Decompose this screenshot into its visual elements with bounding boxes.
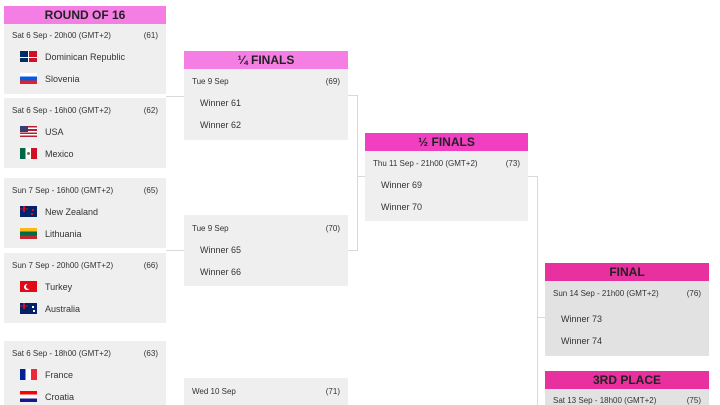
team-name: Lithuania <box>45 228 82 239</box>
match-number: (69) <box>325 77 340 86</box>
team-name: Winner 70 <box>381 202 423 212</box>
bracket-connector <box>537 176 538 405</box>
match-61-card[interactable]: Sat 6 Sep - 20h00 (GMT+2) (61) Dominican… <box>4 24 166 94</box>
match-date: Wed 10 Sep <box>192 387 236 396</box>
team-name: Winner 69 <box>381 180 423 190</box>
team-row: Slovenia <box>20 73 80 84</box>
lithuania-flag-icon <box>20 228 37 239</box>
match-number: (61) <box>143 31 158 40</box>
match-date: Sun 7 Sep - 16h00 (GMT+2) <box>12 186 114 195</box>
bracket-connector <box>348 95 357 96</box>
team-name: Turkey <box>45 281 73 292</box>
match-number: (71) <box>325 387 340 396</box>
match-number: (63) <box>143 349 158 358</box>
match-date: Tue 9 Sep <box>192 224 229 233</box>
croatia-flag-icon <box>20 391 37 402</box>
match-69-card[interactable]: Tue 9 Sep (69) Winner 61 Winner 62 <box>184 69 348 140</box>
match-date: Sun 14 Sep - 21h00 (GMT+2) <box>553 289 659 298</box>
match-date: Thu 11 Sep - 21h00 (GMT+2) <box>373 159 478 168</box>
match-75-card[interactable]: Sat 13 Sep - 18h00 (GMT+2) (75) <box>545 389 709 405</box>
team-name: Winner 74 <box>561 336 603 346</box>
team-row: New Zealand <box>20 206 98 217</box>
team-name: Mexico <box>45 148 74 159</box>
team-row: Turkey <box>20 281 72 292</box>
mexico-flag-icon <box>20 148 37 159</box>
match-66-card[interactable]: Sun 7 Sep - 20h00 (GMT+2) (66) Turkey Au… <box>4 253 166 323</box>
dominican-republic-flag-icon <box>20 51 37 62</box>
team-name: New Zealand <box>45 206 99 217</box>
match-date: Sat 6 Sep - 20h00 (GMT+2) <box>12 31 111 40</box>
team-row: Australia <box>20 303 80 314</box>
match-date: Sun 7 Sep - 20h00 (GMT+2) <box>12 261 114 270</box>
match-number: (70) <box>325 224 340 233</box>
bracket-connector <box>348 250 357 251</box>
match-number: (65) <box>143 186 158 195</box>
semi-finals-header: ½ FINALS <box>365 133 528 151</box>
team-name: Slovenia <box>45 73 80 84</box>
team-name: Australia <box>45 303 81 314</box>
team-row: Lithuania <box>20 228 82 239</box>
team-name: Winner 65 <box>200 245 242 255</box>
team-row: Croatia <box>20 391 74 402</box>
team-name: USA <box>45 126 64 137</box>
match-number: (66) <box>143 261 158 270</box>
team-name: Dominican Republic <box>45 51 126 62</box>
team-name: France <box>45 369 74 380</box>
match-62-card[interactable]: Sat 6 Sep - 16h00 (GMT+2) (62) USA Mexic… <box>4 98 166 168</box>
team-name: Croatia <box>45 391 75 402</box>
team-row: USA <box>20 126 64 137</box>
match-70-card[interactable]: Tue 9 Sep (70) Winner 65 Winner 66 <box>184 215 348 286</box>
match-63-card[interactable]: Sat 6 Sep - 18h00 (GMT+2) (63) France Cr… <box>4 341 166 405</box>
match-76-card[interactable]: Sun 14 Sep - 21h00 (GMT+2) (76) Winner 7… <box>545 281 709 356</box>
match-date: Tue 9 Sep <box>192 77 229 86</box>
team-row: Mexico <box>20 148 74 159</box>
bracket-connector <box>537 317 545 318</box>
bracket-connector <box>357 95 358 251</box>
bracket-connector <box>357 176 365 177</box>
australia-flag-icon <box>20 303 37 314</box>
round-of-16-header: ROUND OF 16 <box>4 6 166 24</box>
team-name: Winner 62 <box>200 120 242 130</box>
slovenia-flag-icon <box>20 73 37 84</box>
match-date: Sat 6 Sep - 16h00 (GMT+2) <box>12 106 111 115</box>
bracket-connector <box>166 250 184 251</box>
final-header: FINAL <box>545 263 709 281</box>
quarter-finals-header: ¼ FINALS <box>184 51 348 69</box>
match-number: (76) <box>686 289 701 298</box>
match-number: (75) <box>686 396 701 405</box>
usa-flag-icon <box>20 126 37 137</box>
third-place-header: 3RD PLACE <box>545 371 709 389</box>
france-flag-icon <box>20 369 37 380</box>
match-date: Sat 13 Sep - 18h00 (GMT+2) <box>553 396 657 405</box>
team-name: Winner 61 <box>200 98 242 108</box>
bracket-connector <box>166 96 184 97</box>
new-zealand-flag-icon <box>20 206 37 217</box>
team-row: France <box>20 369 73 380</box>
match-71-card[interactable]: Wed 10 Sep (71) <box>184 378 348 405</box>
match-73-card[interactable]: Thu 11 Sep - 21h00 (GMT+2) (73) Winner 6… <box>365 151 528 221</box>
match-number: (73) <box>505 159 520 168</box>
team-row: Dominican Republic <box>20 51 125 62</box>
bracket-connector <box>528 176 537 177</box>
match-number: (62) <box>143 106 158 115</box>
turkey-flag-icon <box>20 281 37 292</box>
match-date: Sat 6 Sep - 18h00 (GMT+2) <box>12 349 111 358</box>
match-65-card[interactable]: Sun 7 Sep - 16h00 (GMT+2) (65) New Zeala… <box>4 178 166 248</box>
team-name: Winner 73 <box>561 314 603 324</box>
team-name: Winner 66 <box>200 267 242 277</box>
